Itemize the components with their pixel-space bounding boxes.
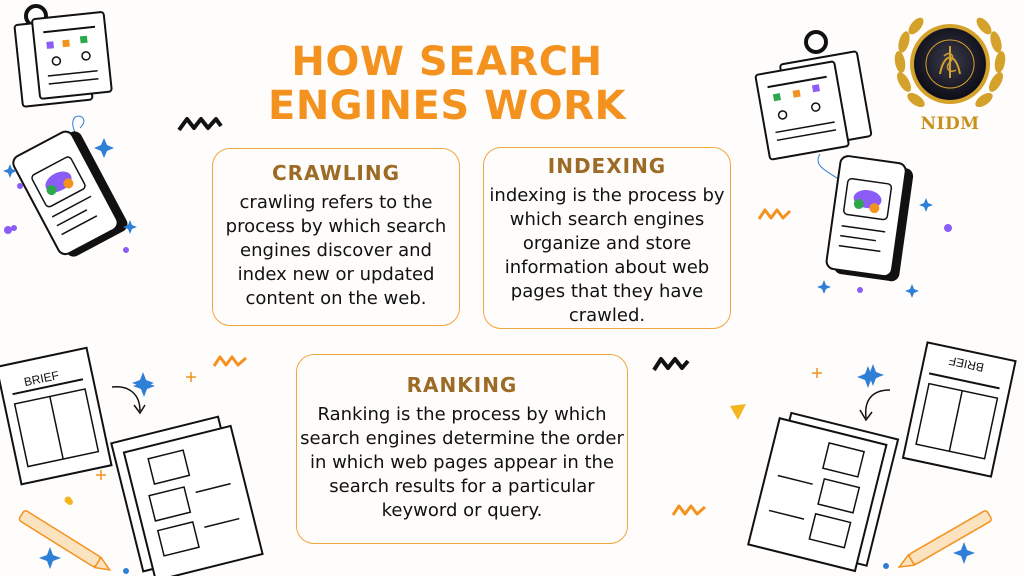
- ranking-card: RANKING Ranking is the process by which …: [296, 354, 628, 544]
- phone-illustration: [3, 115, 137, 257]
- plus-icon: [812, 368, 822, 378]
- indexing-heading: INDEXING: [547, 154, 667, 178]
- zigzag-icon: [177, 117, 223, 132]
- sparkle-icon: [862, 364, 884, 386]
- hanging-cards-illustration: [754, 30, 873, 161]
- hanging-cards-illustration: [13, 4, 113, 108]
- dot-icon: [64, 496, 72, 504]
- indexing-text: indexing is the process by which search …: [489, 185, 725, 326]
- page-title: HOW SEARCH ENGINES WORK: [250, 40, 644, 128]
- brief-documents-illustration: BRIEF: [730, 341, 1017, 573]
- plus-icon: [96, 470, 106, 480]
- crawling-text: crawling refers to the process by which …: [225, 192, 447, 309]
- zigzag-icon: [652, 357, 690, 372]
- indexing-card: INDEXING indexing is the process by whic…: [483, 147, 731, 329]
- crawling-card: CRAWLING crawling refers to the process …: [212, 148, 460, 326]
- zigzag-icon: [757, 208, 792, 220]
- plus-icon: [186, 372, 196, 382]
- phone-illustration: [817, 153, 952, 298]
- sparkle-icon: [132, 372, 154, 394]
- crawling-heading: CRAWLING: [271, 161, 401, 185]
- ranking-text: Ranking is the process by which search e…: [300, 404, 624, 521]
- title-text: HOW SEARCH ENGINES WORK: [268, 39, 626, 129]
- ranking-heading: RANKING: [406, 373, 518, 397]
- zigzag-icon: [212, 355, 247, 367]
- zigzag-icon: [671, 504, 706, 516]
- brief-documents-illustration: BRIEF: [0, 346, 264, 576]
- logo-brand-text: NIDM: [920, 114, 980, 134]
- nidm-logo: [894, 17, 1006, 108]
